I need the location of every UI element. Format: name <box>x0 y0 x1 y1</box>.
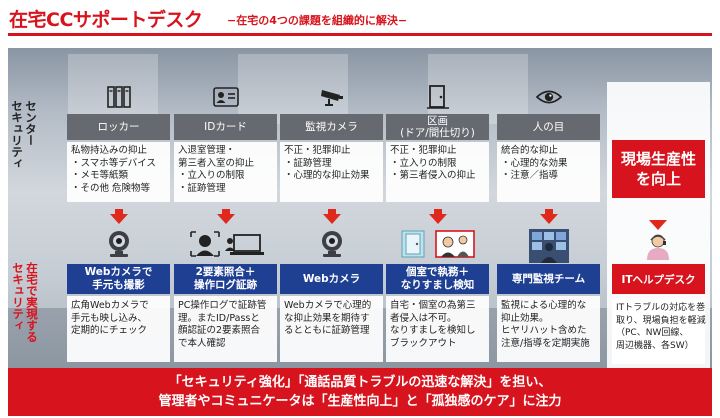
down-arrow <box>539 214 558 224</box>
down-arrow <box>216 214 235 224</box>
id-card-icon <box>212 84 239 110</box>
it-helpdesk-label: ITヘルプデスク <box>612 264 705 294</box>
surveillance-camera-icon <box>319 84 345 110</box>
private-room-detect-icon <box>400 229 476 263</box>
page-subtitle: −在宅の4つの課題を組織的に解決− <box>227 14 408 27</box>
footer-banner: 「セキュリティ強化」「通話品質トラブルの迅速な解決」を担い、 管理者やコミュニケ… <box>8 368 712 416</box>
category-label: ロッカー <box>67 114 170 140</box>
productivity-arrow <box>649 220 667 230</box>
down-arrow <box>322 214 341 224</box>
down-arrow <box>428 214 447 224</box>
locker-icon <box>106 84 132 110</box>
door-icon <box>425 84 451 110</box>
center-desc: 不正・犯罪抑止 ・立入りの制限 ・第三者侵入の抑止 <box>386 142 489 202</box>
onsite-security-label: 在宅で実現する セキュリティ <box>11 262 39 343</box>
category-label: IDカード <box>174 114 277 140</box>
onsite-desc: PC操作ログで証跡管 理。またID/Passと 顔認証の2要素照合 で本人確認 <box>174 296 277 362</box>
helpdesk-operator-icon <box>642 232 674 260</box>
productivity-box: 現場生産性 を向上 <box>612 140 705 198</box>
down-arrow-stem <box>433 209 442 214</box>
down-arrow-stem <box>327 209 336 214</box>
eye-icon <box>535 84 562 110</box>
down-arrow-stem <box>544 209 553 214</box>
center-desc: 不正・犯罪抑止 ・証跡管理 ・心理的な抑止効果 <box>280 142 383 202</box>
down-arrow <box>109 214 128 224</box>
it-helpdesk-desc: ITトラブルの対応を巻 取り、現場負担を軽減 （PC、NW回線、 周辺機器、各S… <box>612 298 706 364</box>
footer-line-1: 「セキュリティ強化」「通話品質トラブルの迅速な解決」を担い、 <box>168 375 552 390</box>
onsite-desc: 監視による心理的な 抑止効果。 ヒヤリハット含めた 注意/指導を定期実施 <box>497 296 600 362</box>
center-desc: 私物持込みの抑止 ・スマホ等デバイス ・メモ等紙類 ・その他 危険物等 <box>67 142 170 202</box>
solution-label: Webカメラで 手元も撮影 <box>67 264 170 294</box>
onsite-desc: Webカメラで心理的 な抑止効果を期待す るとともに証跡管理 <box>280 296 383 362</box>
solution-label: 2要素照合＋ 操作ログ証跡 <box>174 264 277 294</box>
footer-line-2: 管理者やコミュニケータは「生産性向上」と「孤独感のケア」に注力 <box>158 394 562 409</box>
category-label: 人の目 <box>497 114 600 140</box>
down-arrow-stem <box>114 209 123 214</box>
down-arrow-stem <box>221 209 230 214</box>
monitoring-team-icon <box>528 229 569 267</box>
webcam-icon <box>102 229 136 263</box>
face-auth-pc-icon <box>188 229 264 263</box>
onsite-desc: 広角Webカメラで 手元も映し込み、 定期的にチェック <box>67 296 170 362</box>
onsite-desc: 自宅・個室の為第三 者侵入は不可。 なりすましを検知し ブラックアウト <box>386 296 489 362</box>
webcam-icon <box>315 229 349 263</box>
page-title: 在宅CCサポートデスク <box>9 9 203 31</box>
category-label: 監視カメラ <box>280 114 383 140</box>
solution-label: 個室で執務＋ なりすまし検知 <box>386 264 489 294</box>
title-underline <box>8 33 712 36</box>
category-label: 区画 (ドア/間仕切り) <box>386 114 489 140</box>
solution-label: 専門監視チーム <box>497 264 600 294</box>
center-security-label: センター セキュリティ <box>10 100 38 169</box>
solution-label: Webカメラ <box>280 264 383 294</box>
center-desc: 入退室管理・ 第三者入室の抑止 ・立入りの制限 ・証跡管理 <box>174 142 277 202</box>
center-desc: 統合的な抑止 ・心理的な効果 ・注意／指導 <box>497 142 600 202</box>
